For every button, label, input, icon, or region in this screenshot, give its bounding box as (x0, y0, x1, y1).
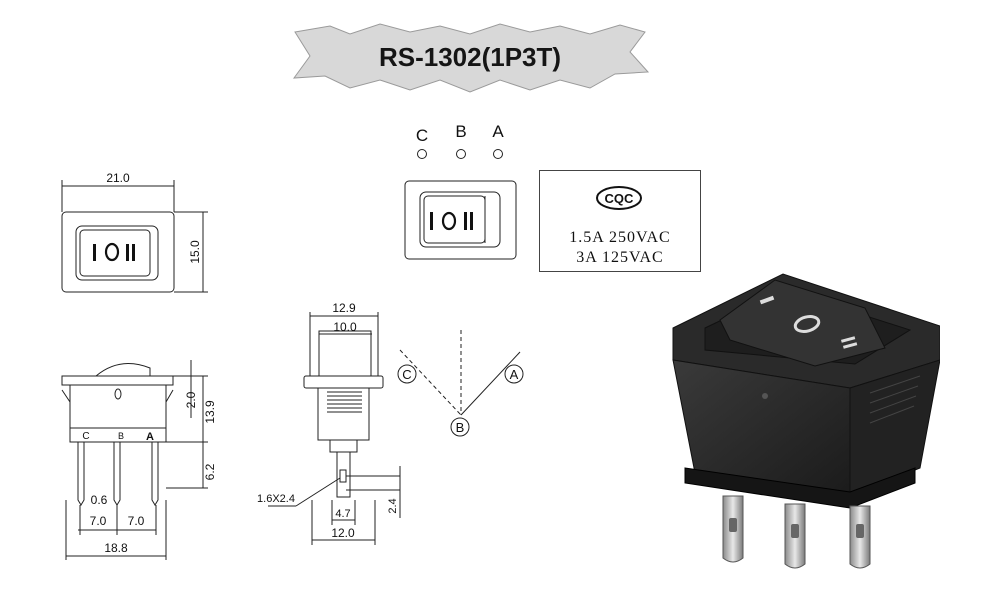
rocker-mark-ii (470, 212, 473, 230)
dim-top-width: 12.9 (332, 301, 356, 315)
dim-bottom-width: 12.0 (331, 526, 355, 540)
starburst-banner-shape (292, 23, 650, 93)
rocker-mark-i (430, 212, 433, 230)
dim-terminal-width: 4.7 (335, 508, 350, 520)
dim-pin-pitch-left: 7.0 (90, 514, 107, 528)
position-label-b: B (455, 122, 466, 141)
position-label-c: C (416, 126, 428, 145)
dim-body-height: 13.9 (203, 400, 217, 424)
dim-pin-length: 6.2 (203, 463, 217, 480)
rocker-mark-o (441, 211, 457, 231)
dim-front-height: 15.0 (188, 240, 202, 264)
angle-label-a: A (510, 367, 519, 382)
certification-box: CQC 1.5A 250VAC 3A 125VAC (539, 170, 701, 272)
rating-line-1: 1.5A 250VAC (569, 229, 671, 246)
pin-label-b: B (118, 431, 124, 441)
cqc-logo-icon: CQC (595, 185, 643, 211)
angle-label-b: B (456, 420, 465, 435)
rating-line-2: 3A 125VAC (576, 249, 664, 266)
position-label-a: A (492, 122, 504, 141)
title-text: RS-1302(1P3T) (378, 42, 562, 72)
dim-total-width: 18.8 (104, 541, 128, 555)
dim-terminal-hole: 1.6X2.4 (257, 493, 295, 505)
dim-front-width: 21.0 (106, 171, 130, 185)
title-banner: RS-1302(1P3T) (290, 22, 650, 94)
angle-label-c: C (402, 367, 411, 382)
dim-pin-pitch-right: 7.0 (128, 514, 145, 528)
dim-rocker-width: 10.0 (333, 320, 357, 334)
cqc-logo-text: CQC (605, 191, 635, 206)
dim-pin-thickness: 0.6 (91, 493, 108, 507)
pin-label-c: C (82, 431, 89, 442)
pin-label-a: A (146, 431, 154, 443)
switch-photo (665, 268, 941, 578)
dim-rocker-height: 2.0 (184, 391, 198, 408)
dim-terminal-height: 2.4 (387, 498, 399, 513)
